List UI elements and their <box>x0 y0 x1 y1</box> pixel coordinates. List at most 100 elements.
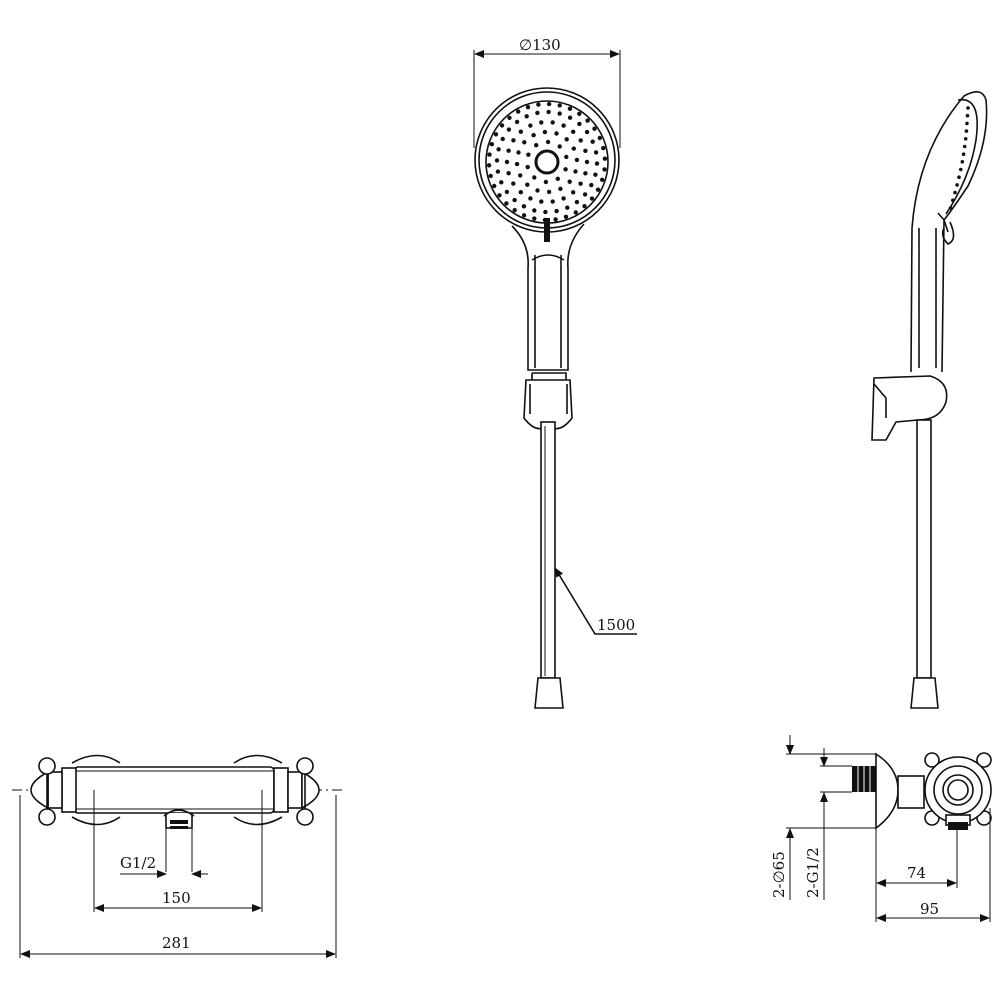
nozzle-dot <box>504 159 510 165</box>
mixer-side-view <box>786 735 992 922</box>
nozzle-dot <box>565 205 570 210</box>
nozzle-dot <box>493 132 499 137</box>
side-nozzle-dot <box>962 144 967 149</box>
nozzle-dot <box>514 119 520 125</box>
nozzle-dot <box>554 131 559 136</box>
nozzle-dot <box>546 109 551 115</box>
side-nozzle-dot <box>951 198 955 203</box>
nozzle-dot <box>539 120 544 125</box>
nozzle-dot <box>567 115 573 120</box>
nozzle-dot <box>553 217 558 222</box>
nozzle-dot <box>593 172 598 177</box>
side-nozzle-dot <box>961 152 966 156</box>
nozzle-dot <box>557 144 562 149</box>
nozzle-dot <box>594 161 600 166</box>
nozzle-dot <box>582 192 588 197</box>
nozzle-dot <box>488 173 493 179</box>
nozzle-dot <box>574 157 580 163</box>
nozzle-dot <box>507 115 512 121</box>
nozzle-dot <box>595 187 601 192</box>
nozzle-dot <box>590 139 595 144</box>
nozzle-dot <box>518 173 523 178</box>
side-nozzle-dot <box>959 167 963 172</box>
nozzle-dot <box>499 123 505 128</box>
hand-shower-side-view <box>871 91 988 709</box>
nozzle-dot <box>571 190 576 195</box>
head-diameter-label: ∅130 <box>519 36 561 54</box>
side-nozzle-dot <box>965 121 969 126</box>
nozzle-dot <box>589 196 595 201</box>
nozzle-dot <box>525 182 530 187</box>
nozzle-dot <box>516 109 521 114</box>
nozzle-dot <box>555 176 560 181</box>
side-nozzle-dot <box>953 190 957 195</box>
nozzle-dot <box>536 102 541 107</box>
nozzle-dot <box>497 193 502 198</box>
nozzle-dot <box>602 156 608 161</box>
nozzle-dot <box>573 210 578 215</box>
nozzle-dot <box>571 129 576 134</box>
nozzle-dot <box>545 139 551 145</box>
side-nozzle-dot <box>948 206 953 210</box>
nozzle-dot <box>564 137 569 142</box>
nozzle-dot <box>583 171 588 176</box>
nozzle-dot <box>542 129 548 135</box>
side-nozzle-dot <box>964 129 969 133</box>
hose-length-label: 1500 <box>597 616 635 634</box>
nozzle-dot <box>561 196 566 201</box>
nozzle-dot <box>532 208 537 213</box>
side-nozzle-dot <box>965 113 970 118</box>
nozzle-dot <box>522 140 527 145</box>
nozzle-dot <box>528 123 533 128</box>
nozzle-dot <box>557 103 562 108</box>
nozzle-dot <box>514 161 520 167</box>
overall-depth-label: 95 <box>920 900 939 918</box>
nozzle-dot <box>571 146 576 151</box>
nozzle-dot <box>489 142 494 147</box>
nozzle-dot <box>600 177 605 182</box>
front-inlet-thread-label: G1/2 <box>120 854 156 872</box>
nozzle-dot <box>532 175 537 180</box>
nozzle-dot <box>506 127 512 132</box>
side-nozzle-dot <box>955 183 959 187</box>
overall-width-label: 281 <box>162 934 191 952</box>
nozzle-dot <box>521 204 527 209</box>
nozzle-dot <box>539 199 544 204</box>
nozzle-dot <box>602 167 607 172</box>
nozzle-dot <box>521 213 527 218</box>
nozzle-dot <box>531 133 536 138</box>
nozzle-dot <box>525 164 530 170</box>
nozzle-dot <box>592 126 597 131</box>
nozzle-dot <box>528 196 533 201</box>
nozzle-dot <box>492 183 497 189</box>
nozzle-dot <box>564 154 569 160</box>
side-nozzle-dot <box>957 175 961 179</box>
nozzle-dot <box>577 111 582 117</box>
nozzle-dot <box>518 129 523 134</box>
nozzle-dot <box>573 169 578 174</box>
side-nozzle-dot <box>963 137 968 141</box>
nozzle-dot <box>589 182 594 188</box>
nozzle-dot <box>578 138 583 143</box>
nozzle-dot <box>535 110 540 116</box>
nozzle-dot <box>597 135 602 141</box>
nozzle-dot <box>563 167 568 172</box>
nozzle-dot <box>499 180 504 185</box>
nozzle-dot <box>532 216 537 221</box>
nozzle-dot <box>524 114 529 119</box>
nozzle-dot <box>563 214 569 219</box>
nozzle-dot <box>546 101 552 107</box>
nozzle-dot <box>512 208 517 213</box>
nozzle-dot <box>557 111 562 116</box>
nozzle-dot <box>500 136 505 142</box>
nozzle-dot <box>525 105 531 110</box>
nozzle-dot <box>512 197 517 203</box>
inlet-spacing-label: 150 <box>162 889 191 907</box>
nozzle-dot <box>496 147 501 152</box>
nozzle-dot <box>583 148 588 153</box>
nozzle-dot <box>567 179 572 184</box>
nozzle-dot <box>584 129 590 135</box>
nozzle-dot <box>561 123 566 128</box>
nozzle-dot <box>506 148 511 153</box>
